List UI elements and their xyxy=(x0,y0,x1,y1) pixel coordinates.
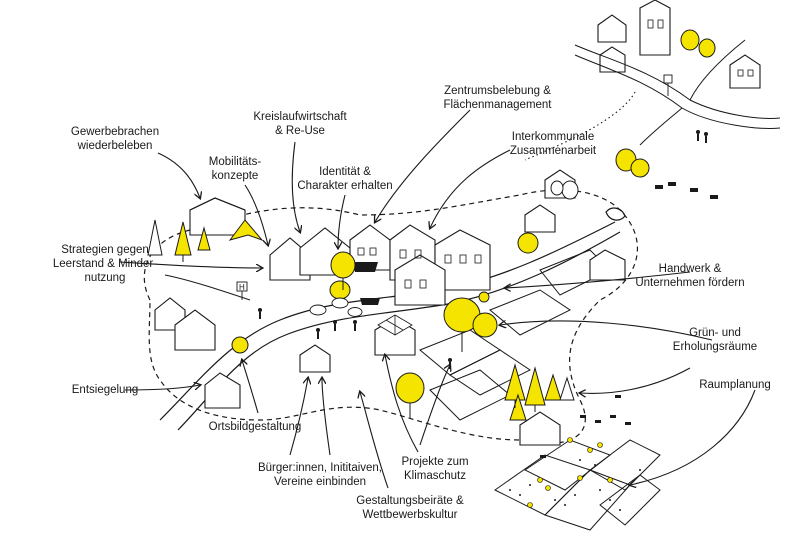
label-identitaet: Identität &Charakter erhalten xyxy=(297,166,393,192)
awnings xyxy=(352,262,380,305)
label-buerger: Bürger:innen, Inititaiven,Vereine einbin… xyxy=(257,462,383,488)
tunnel xyxy=(605,207,626,221)
fields xyxy=(494,439,661,531)
label-zentrumsbelebung: Zentrumsbelebung &Flächenmanagement xyxy=(443,85,552,111)
label-raumplanung: Raumplanung xyxy=(699,379,771,391)
windows xyxy=(357,19,754,289)
sign-hut-letter: H xyxy=(239,283,245,292)
solar-panels xyxy=(377,314,413,336)
people-and-animals xyxy=(258,130,718,458)
interkommunal-dotted xyxy=(524,91,636,161)
village-boundary xyxy=(143,189,638,445)
label-handwerk: Handwerk &Unternehmen fördern xyxy=(635,263,745,289)
trunks xyxy=(182,255,536,418)
field-yellow-dots xyxy=(527,437,613,508)
label-mobilitaetskonzepte: Mobilitäts-konzepte xyxy=(208,156,262,182)
label-kreislaufwirtschaft: Kreislaufwirtschaft& Re-Use xyxy=(253,111,347,137)
speech-bubbles xyxy=(309,297,363,317)
label-arrows xyxy=(119,109,756,488)
yellow-trees xyxy=(174,29,716,421)
label-ortsbildgestaltung: Ortsbildgestaltung xyxy=(208,421,302,433)
label-entsiegelung: Entsiegelung xyxy=(71,384,139,396)
side-road xyxy=(164,274,251,301)
outline-trees xyxy=(147,180,579,401)
label-gestaltung: Gestaltungsbeiräte &Wettbewerbskultur xyxy=(356,495,464,521)
bus-sign xyxy=(478,291,490,303)
regional-roads xyxy=(574,39,781,146)
field-dots xyxy=(509,459,641,511)
